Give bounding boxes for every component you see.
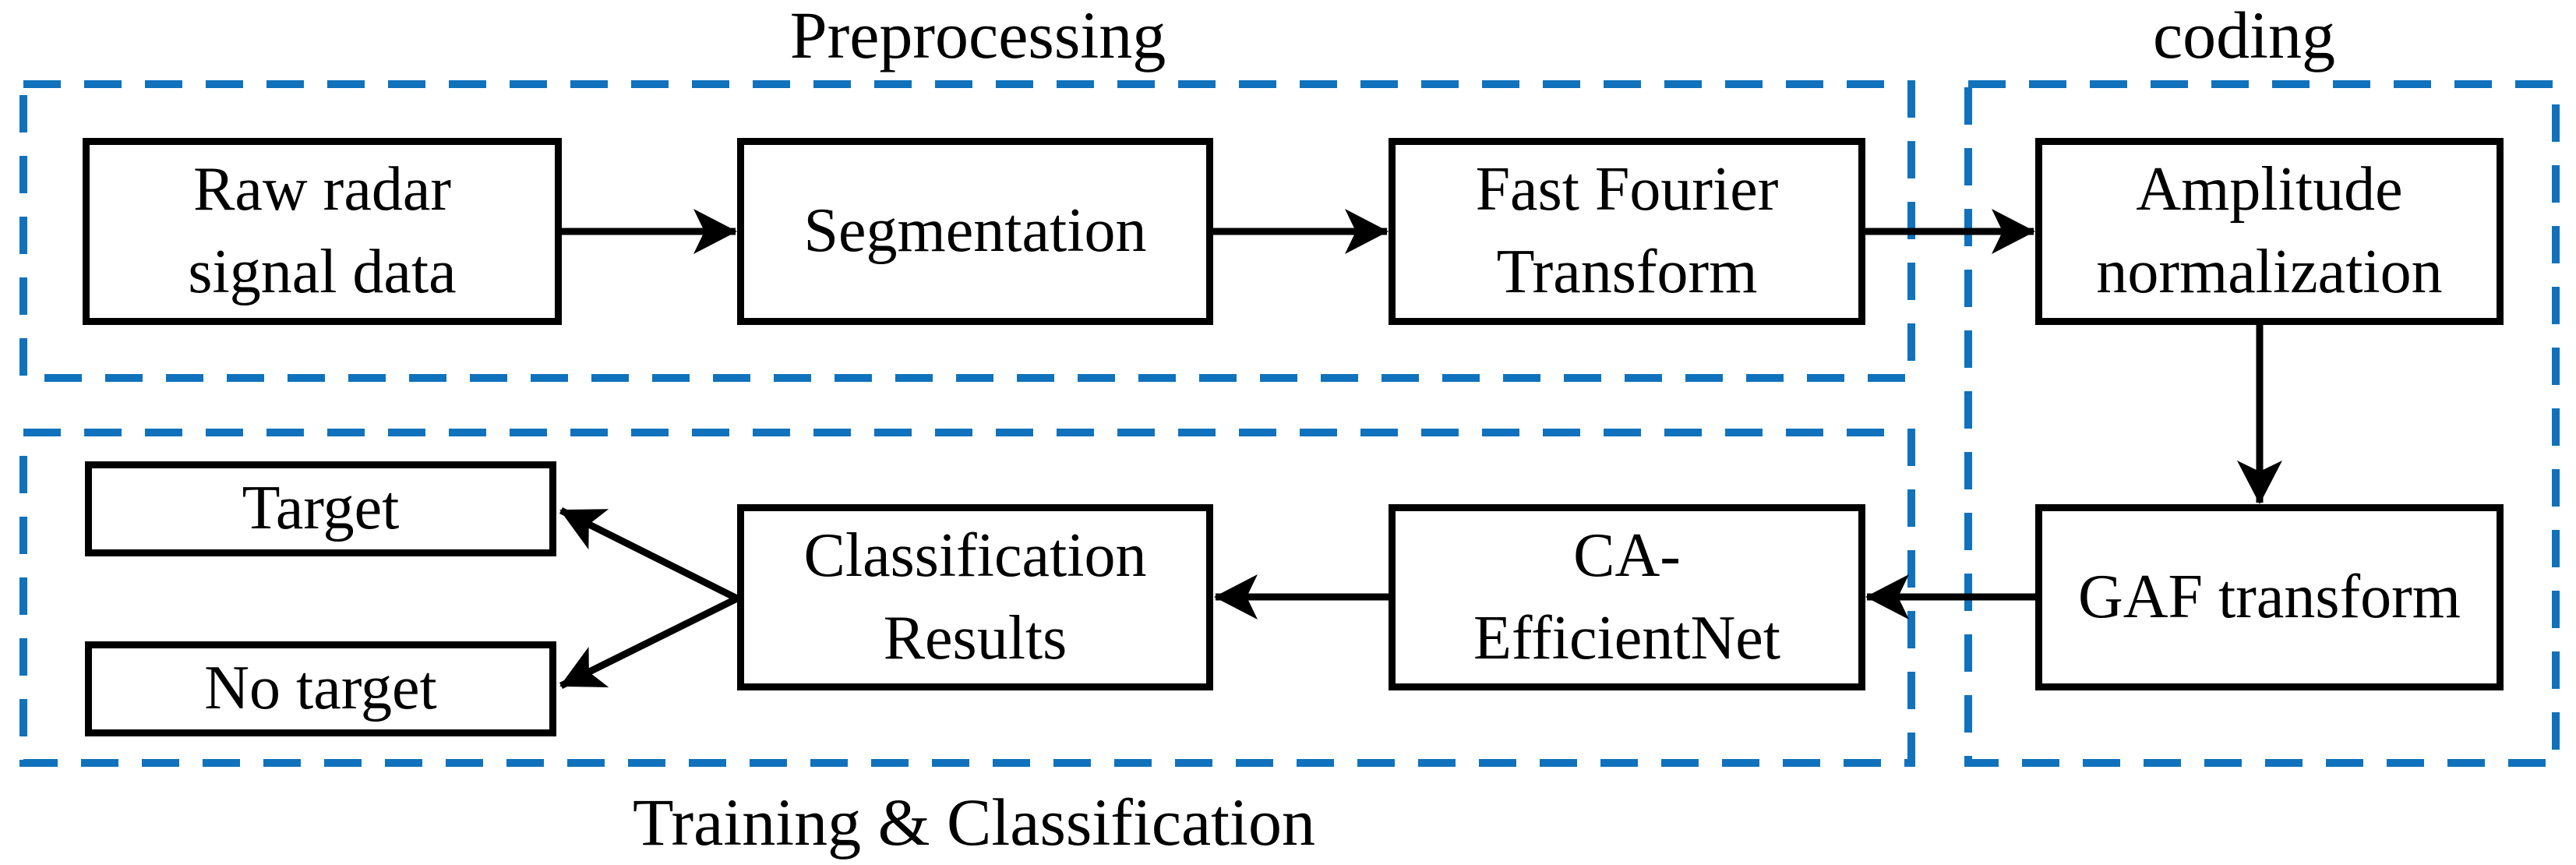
node-gaf-transform: GAF transform	[2035, 504, 2504, 690]
node-no-target: No target	[85, 641, 556, 736]
training-container-outline	[19, 429, 1915, 767]
node-classification-results: Classification Results	[737, 504, 1213, 690]
node-ca-efficientnet: CA- EfficientNet	[1389, 504, 1865, 690]
coding-container-outline	[1964, 80, 2560, 767]
node-amplitude-normalization: Amplitude normalization	[2035, 138, 2504, 325]
section-label-training-classification: Training & Classification	[633, 785, 1315, 860]
section-label-preprocessing: Preprocessing	[789, 0, 1166, 72]
node-segmentation: Segmentation	[737, 138, 1213, 325]
node-target: Target	[85, 461, 556, 556]
node-raw-radar-signal-data: Raw radar signal data	[83, 138, 562, 325]
arrow-classification-to-no-target	[559, 595, 739, 690]
arrow-classification-to-target	[559, 507, 739, 602]
section-label-coding: coding	[2152, 0, 2336, 72]
node-fast-fourier-transform: Fast Fourier Transform	[1389, 138, 1865, 325]
